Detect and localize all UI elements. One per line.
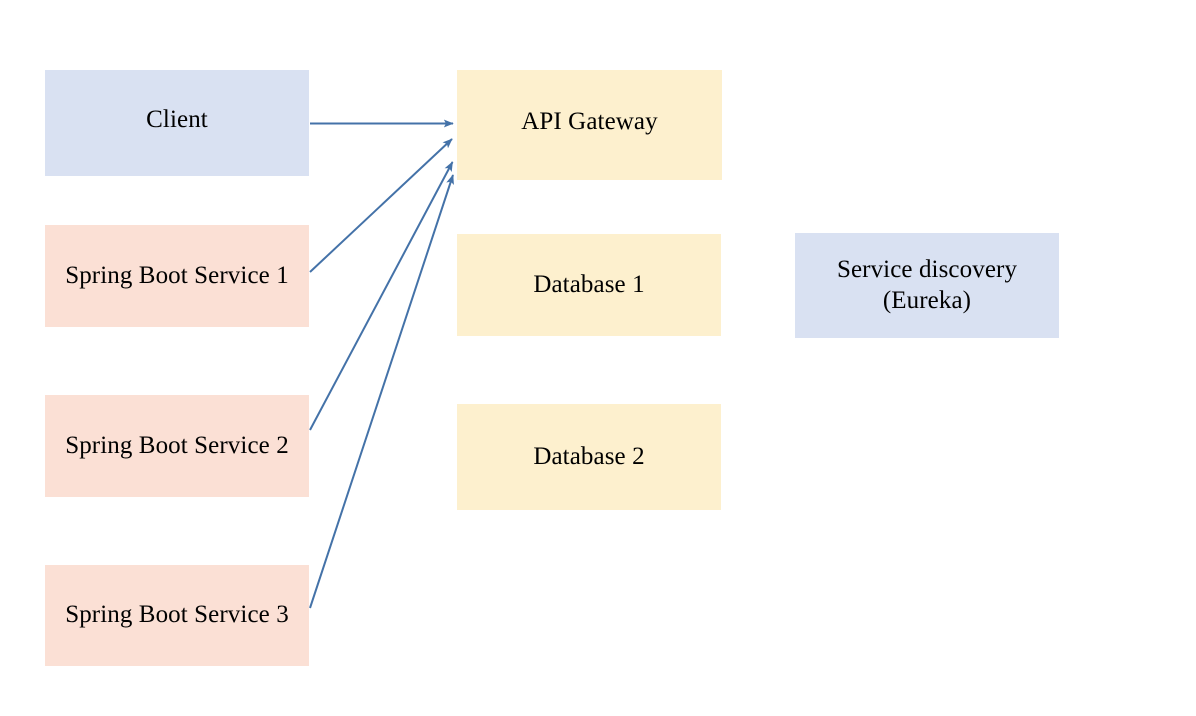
node-spring-boot-service-2[interactable]: Spring Boot Service 2 (45, 395, 309, 497)
node-database-1-label: Database 1 (533, 270, 645, 298)
node-spring-boot-service-3[interactable]: Spring Boot Service 3 (45, 565, 309, 666)
node-api-gateway[interactable]: API Gateway (457, 70, 722, 180)
node-api-gateway-label: API Gateway (521, 107, 658, 135)
connector-service-2-to-api-gateway (309, 161, 454, 431)
node-service-discovery-label: Service discovery (Eureka) (836, 256, 1018, 314)
node-spring-boot-service-3-label: Spring Boot Service 3 (65, 601, 289, 629)
node-client-label: Client (146, 105, 208, 133)
node-spring-boot-service-2-label: Spring Boot Service 2 (65, 431, 289, 459)
connector-service-1-to-api-gateway (309, 138, 453, 273)
node-client[interactable]: Client (45, 70, 309, 176)
node-database-2-label: Database 2 (533, 442, 645, 470)
node-service-discovery[interactable]: Service discovery (Eureka) (795, 233, 1059, 338)
node-spring-boot-service-1-label: Spring Boot Service 1 (65, 261, 289, 289)
connector-service-3-to-api-gateway (309, 174, 454, 609)
node-spring-boot-service-1[interactable]: Spring Boot Service 1 (45, 225, 309, 327)
node-database-1[interactable]: Database 1 (457, 234, 721, 336)
node-database-2[interactable]: Database 2 (457, 404, 721, 510)
